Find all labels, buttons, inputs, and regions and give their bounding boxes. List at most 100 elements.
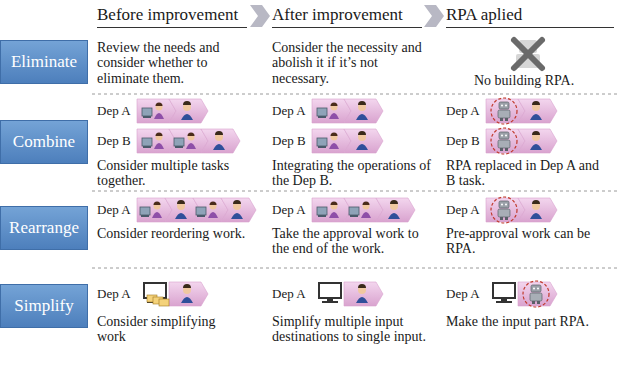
icon (530, 131, 542, 150)
cell-note: Review the needs and consider whether to… (97, 40, 247, 86)
row-label-box: Rearrange (0, 206, 88, 250)
department-flow-band: Dep A (272, 198, 416, 222)
department-label: Dep A (97, 282, 209, 306)
chevron-segment (137, 198, 172, 222)
chevron-segment (486, 198, 525, 222)
cell-note: Integrating the operations of the Dep B. (272, 158, 432, 189)
column-header: RPA aplied (446, 4, 614, 28)
icon (388, 200, 400, 219)
header-chevron (250, 5, 270, 27)
row-label: Rearrange (9, 218, 79, 238)
department-flow-band: Dep A (446, 99, 558, 123)
icon (144, 283, 169, 306)
icon (530, 101, 542, 120)
chevron-segment (344, 129, 383, 153)
icon (491, 98, 517, 124)
chevron-segment (312, 129, 351, 153)
department-label: Dep B (97, 129, 241, 153)
icon (317, 103, 339, 120)
department-flow-band: Dep B (446, 129, 558, 153)
icon (493, 283, 515, 303)
department-flow-band: Dep A (272, 282, 384, 306)
icon (196, 202, 218, 219)
department-flow-band: Dep B (97, 129, 241, 153)
chevron-segment (486, 129, 525, 153)
department-label: Dep A (446, 282, 558, 306)
department-label: Dep A (272, 282, 384, 306)
chevron-segment (344, 99, 383, 123)
department-flow-band: Dep A (446, 198, 558, 222)
cell-note: Consider simplifying work (97, 314, 247, 345)
chevron-segment (137, 129, 176, 153)
row-separators (92, 94, 620, 268)
cell-note: Consider the necessity and abolish it if… (272, 40, 422, 86)
icon (231, 200, 243, 219)
icon (530, 200, 542, 219)
department-flow-band: Dep A (97, 99, 209, 123)
chevron-segment (201, 129, 240, 153)
icon (491, 197, 517, 223)
cell-note: Pre-approval work can be RPA. (446, 226, 611, 257)
department-label: Dep A (97, 198, 257, 222)
cell-note: RPA replaced in Dep A and B task. (446, 158, 611, 189)
department-label: Dep A (272, 198, 416, 222)
chevron-segment (221, 198, 256, 222)
department-flow-band: Dep A (272, 99, 384, 123)
icon (142, 133, 164, 150)
icon (181, 284, 193, 303)
chevron-segment (486, 99, 525, 123)
icon (213, 131, 225, 150)
icon (356, 131, 368, 150)
icon (174, 133, 196, 150)
department-label: Dep A (446, 99, 558, 123)
icon (523, 281, 549, 307)
row-label: Simplify (14, 296, 74, 316)
chevron-segment (376, 198, 415, 222)
cell-note: Take the approval work to the end of the… (272, 226, 432, 257)
department-label: Dep A (446, 198, 558, 222)
row-label-box: Combine (0, 120, 88, 164)
chevron-segment (344, 282, 383, 306)
cell-note: No building RPA. (474, 73, 614, 88)
icon (317, 202, 339, 219)
chevron-segment (312, 99, 351, 123)
department-label: Dep A (272, 99, 384, 123)
chevron-segment (193, 198, 228, 222)
column-header: Before improvement (97, 4, 247, 28)
department-flow-band: Dep A (446, 282, 558, 306)
icon (142, 103, 164, 120)
chevron-segment (169, 282, 208, 306)
icon (349, 202, 371, 219)
icon (356, 284, 368, 303)
row-label: Eliminate (11, 52, 77, 72)
icon (491, 128, 517, 154)
column-header: After improvement (272, 4, 422, 28)
cell-note: Make the input part RPA. (446, 314, 611, 329)
icon (181, 101, 193, 120)
no-robot-icon (514, 40, 542, 68)
chevron-segment (518, 198, 557, 222)
icon (175, 200, 187, 219)
department-flow-band: Dep B (272, 129, 384, 153)
cell-note: Consider reordering work. (97, 226, 257, 241)
chevron-segment (518, 129, 557, 153)
department-flow-band: Dep A (97, 198, 257, 222)
row-label: Combine (13, 132, 75, 152)
row-label-box: Eliminate (0, 40, 88, 84)
chevron-segment (518, 282, 557, 306)
department-flow-band: Dep A (97, 282, 209, 306)
header-chevron (424, 5, 444, 27)
department-label: Dep A (97, 99, 209, 123)
icon (317, 133, 339, 150)
chevron-segment (518, 99, 557, 123)
chevron-segment (137, 99, 176, 123)
department-label: Dep B (272, 129, 384, 153)
chevron-segment (344, 198, 383, 222)
row-label-box: Simplify (0, 284, 88, 328)
chevron-segment (165, 198, 200, 222)
icon (356, 101, 368, 120)
icon (140, 202, 162, 219)
cell-note: Consider multiple tasks together. (97, 158, 257, 189)
chevron-segment (169, 129, 208, 153)
